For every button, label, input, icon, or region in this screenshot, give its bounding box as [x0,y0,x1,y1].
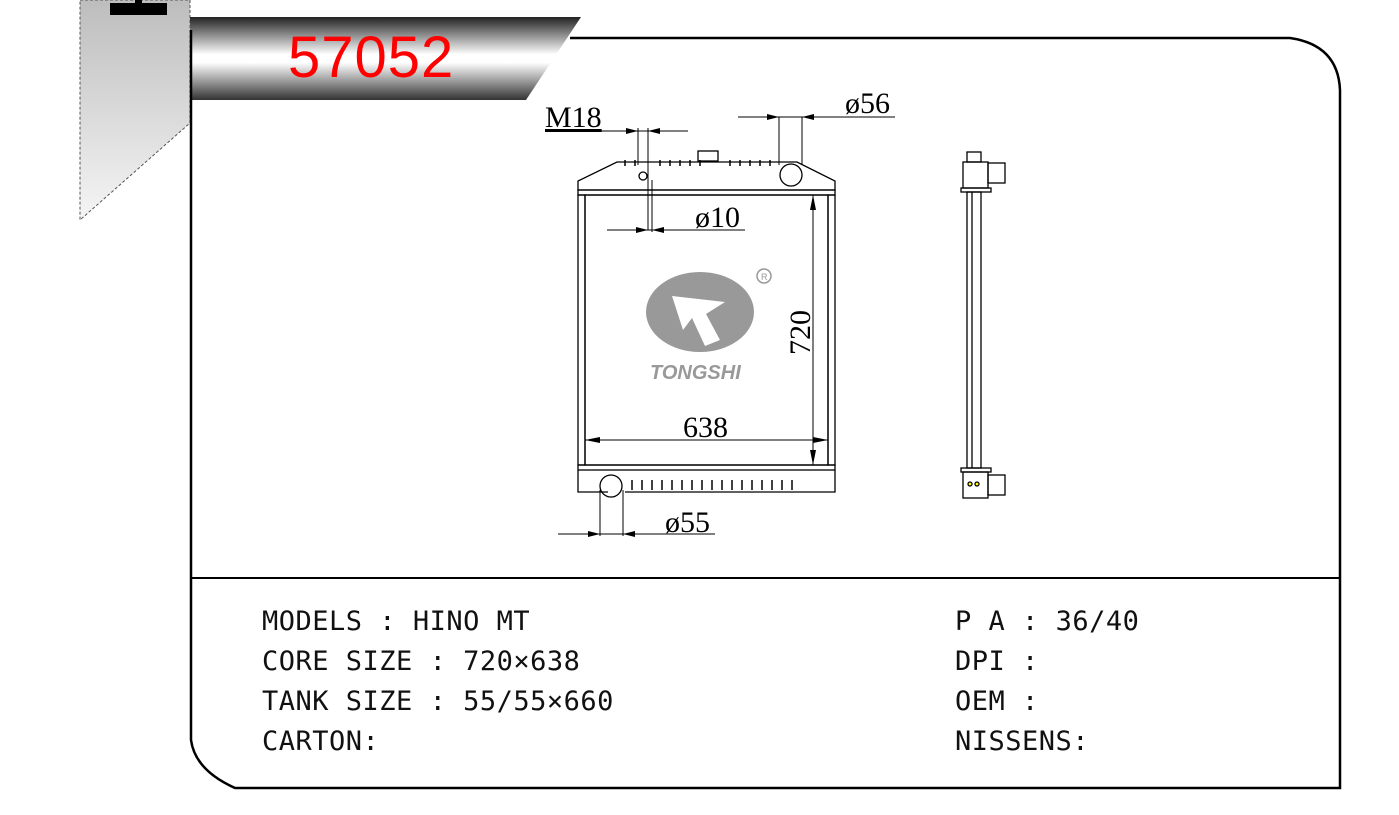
tongshi-logo: R TONGSHI [646,268,772,384]
dim-height: 720 [784,310,817,355]
spec-nissens: NISSENS: [955,726,1090,757]
dim-d55: ø55 [665,506,710,539]
radiator-front-view [545,114,895,537]
part-number: 57052 [288,25,455,90]
title-banner [190,17,581,100]
side-tab [79,0,191,222]
logo-text: TONGSHI [650,362,741,384]
spec-core-size: CORE SIZE : 720×638 [262,646,581,677]
spec-models: MODELS : HINO MT [262,606,531,637]
spec-carton: CARTON: [262,726,380,757]
dim-width: 638 [683,411,728,444]
dim-d56: ø56 [845,87,890,120]
dim-m18: M18 [545,101,602,134]
svg-text:R: R [761,272,768,282]
dim-d10: ø10 [695,201,740,234]
spec-dpi: DPI : [955,646,1056,677]
spec-tank-size: TANK SIZE : 55/55×660 [262,686,614,717]
radiator-side-view [960,151,1006,499]
spec-pa: P A : 36/40 [955,606,1140,637]
spec-oem: OEM : [955,686,1056,717]
